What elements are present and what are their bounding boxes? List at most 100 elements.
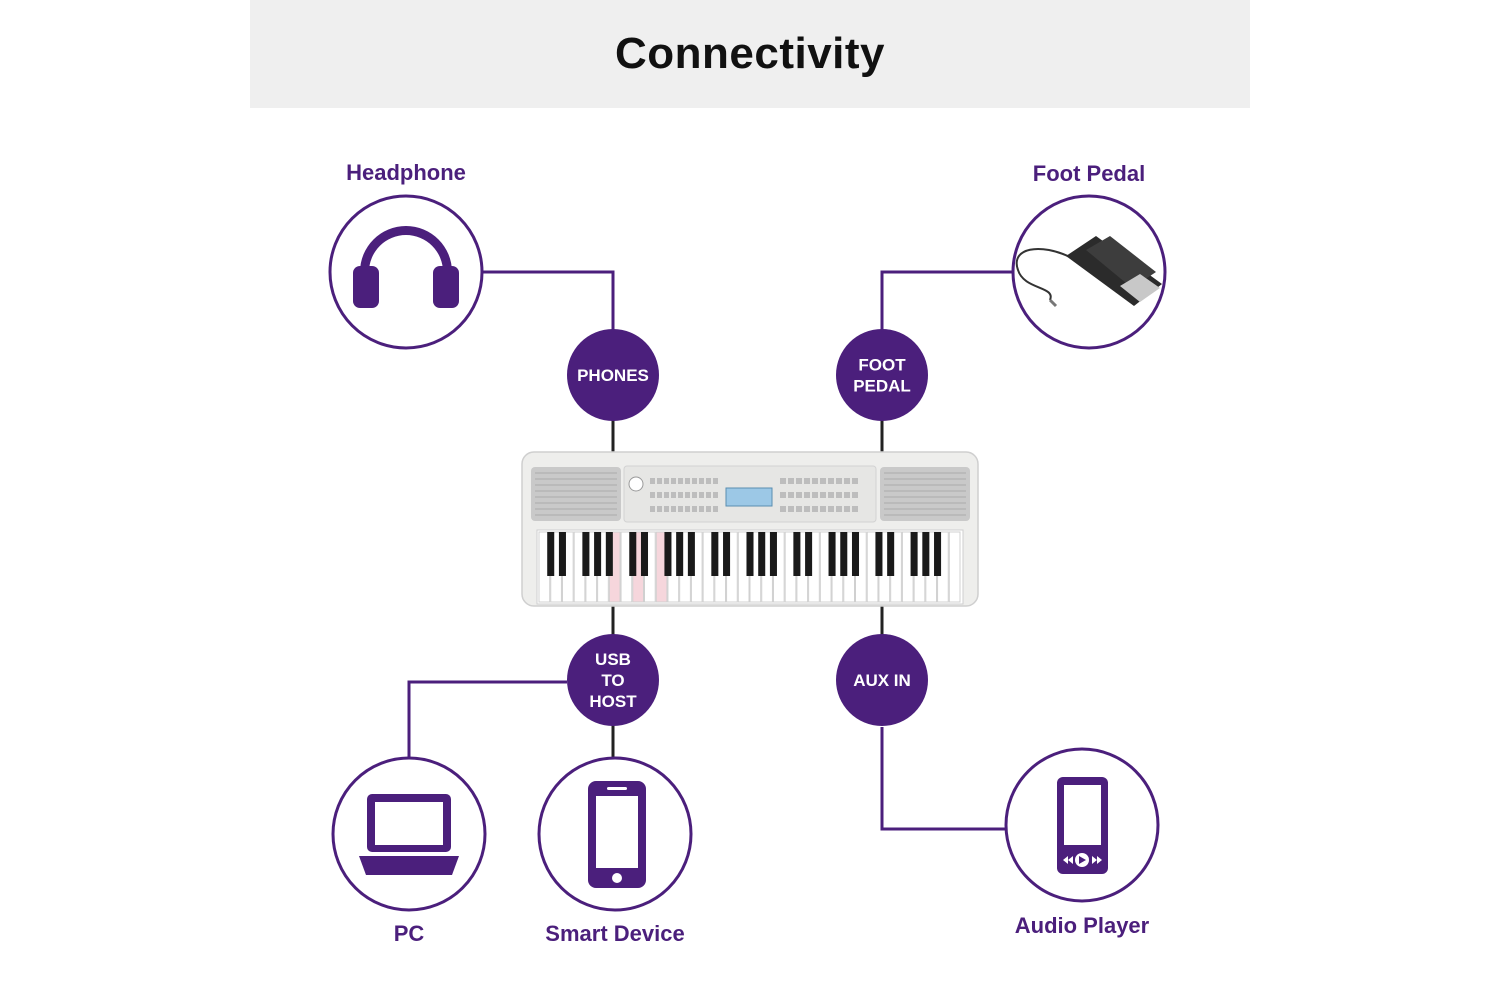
panel-button: [844, 506, 850, 512]
panel-button: [671, 492, 676, 498]
port-label-line: FOOT: [858, 356, 906, 375]
port-label-line: TO: [601, 671, 624, 690]
black-key: [676, 532, 684, 576]
black-key: [558, 532, 566, 576]
panel-button: [804, 478, 810, 484]
panel-button: [692, 478, 697, 484]
black-key: [934, 532, 942, 576]
device-label-smart-device: Smart Device: [545, 921, 684, 946]
panel-button: [780, 478, 786, 484]
panel-button: [713, 492, 718, 498]
panel-button: [699, 506, 704, 512]
panel-button: [836, 478, 842, 484]
black-key: [605, 532, 613, 576]
panel-button: [820, 506, 826, 512]
panel-button: [836, 506, 842, 512]
connector-lines: [407, 270, 1013, 831]
panel-button: [804, 492, 810, 498]
panel-button: [796, 506, 802, 512]
panel-button: [671, 478, 676, 484]
black-key: [875, 532, 883, 576]
panel-button: [699, 478, 704, 484]
panel-button: [852, 478, 858, 484]
line-pc-usb: [407, 680, 567, 758]
black-key: [687, 532, 695, 576]
keyboard-icon: [521, 451, 979, 607]
port-foot-pedal-label: FOOT PEDAL: [853, 356, 911, 396]
panel-button: [780, 492, 786, 498]
black-key: [711, 532, 719, 576]
port-foot-pedal: FOOT PEDAL: [836, 329, 928, 421]
panel-button: [844, 492, 850, 498]
panel-button: [828, 506, 834, 512]
black-key: [582, 532, 590, 576]
black-key: [723, 532, 731, 576]
device-label-pc: PC: [394, 921, 425, 946]
line-pedal-footpedal: [880, 270, 1013, 330]
panel-button: [852, 506, 858, 512]
panel-button: [788, 492, 794, 498]
port-phones-label: PHONES: [577, 366, 649, 385]
panel-button: [650, 478, 655, 484]
device-headphone: [328, 194, 484, 350]
panel-button: [836, 492, 842, 498]
laptop-icon: [359, 794, 459, 875]
page-title: Connectivity: [614, 29, 886, 78]
panel-button: [664, 506, 669, 512]
black-key: [594, 532, 602, 576]
port-label-line: AUX IN: [853, 671, 911, 690]
panel-button: [657, 478, 662, 484]
panel-button: [844, 478, 850, 484]
panel-button: [796, 492, 802, 498]
panel-button: [713, 478, 718, 484]
panel-button: [699, 492, 704, 498]
panel-button: [664, 478, 669, 484]
panel-button: [788, 478, 794, 484]
panel-button: [678, 506, 683, 512]
panel-button: [664, 492, 669, 498]
panel-button: [650, 492, 655, 498]
panel-button: [678, 492, 683, 498]
panel-button: [685, 506, 690, 512]
device-pc: [331, 756, 487, 912]
smartphone-icon: [588, 781, 646, 888]
foot-pedal-icon: [1015, 236, 1162, 308]
black-key: [640, 532, 649, 576]
panel-button: [788, 506, 794, 512]
panel-button: [692, 492, 697, 498]
panel-button: [650, 506, 655, 512]
line-audio-aux: [880, 727, 1005, 831]
panel-button: [706, 506, 711, 512]
panel-button: [685, 492, 690, 498]
port-label-line: PHONES: [577, 366, 649, 385]
black-key: [922, 532, 930, 576]
black-key: [547, 532, 555, 576]
panel-button: [812, 492, 818, 498]
panel-button: [657, 506, 662, 512]
panel-button: [820, 492, 826, 498]
panel-button: [713, 506, 718, 512]
port-label-line: USB: [595, 650, 631, 669]
black-key: [758, 532, 766, 576]
panel-button: [706, 492, 711, 498]
panel-button: [812, 478, 818, 484]
black-key: [769, 532, 777, 576]
black-key: [793, 532, 801, 576]
port-label-line: PEDAL: [853, 377, 911, 396]
panel-button: [657, 492, 662, 498]
keyboard-lines: [611, 420, 884, 758]
black-key: [851, 532, 860, 576]
port-phones: PHONES: [567, 329, 659, 421]
black-key: [629, 532, 637, 576]
panel-button: [685, 478, 690, 484]
title-bar: Connectivity: [250, 0, 1250, 108]
black-key: [828, 532, 836, 576]
panel-button: [678, 478, 683, 484]
panel-button: [804, 506, 810, 512]
black-key: [910, 532, 918, 576]
device-audio-player: [1004, 747, 1160, 903]
panel-button: [692, 506, 697, 512]
audio-player-icon: [1057, 777, 1108, 874]
